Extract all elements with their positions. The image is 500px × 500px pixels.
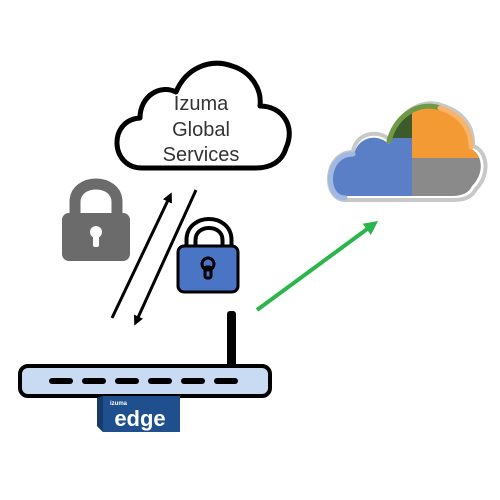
router-icon: izuma edge — [18, 311, 272, 432]
bidirectional-arrows — [110, 189, 198, 326]
edge-badge: izuma edge — [97, 396, 180, 432]
cloud-label-line-1: Izuma — [174, 93, 229, 115]
cloud-outline — [114, 60, 292, 171]
edge-badge-label: edge — [114, 406, 165, 431]
izuma-global-services-cloud: Izuma Global Services — [114, 60, 292, 171]
uplink-arrow — [110, 192, 172, 319]
cloud-label-line-2: Global — [172, 119, 230, 141]
padlock-icon — [176, 217, 240, 294]
router-antenna — [227, 311, 236, 371]
edge-badge-small-text: izuma — [110, 401, 128, 407]
downlink-arrow — [133, 189, 198, 326]
router-indicator-lights — [49, 378, 238, 384]
padlock-icon — [62, 178, 130, 261]
green-arrow — [255, 221, 379, 312]
cloud-icon — [326, 101, 488, 202]
cloud-label-line-3: Services — [163, 144, 240, 166]
